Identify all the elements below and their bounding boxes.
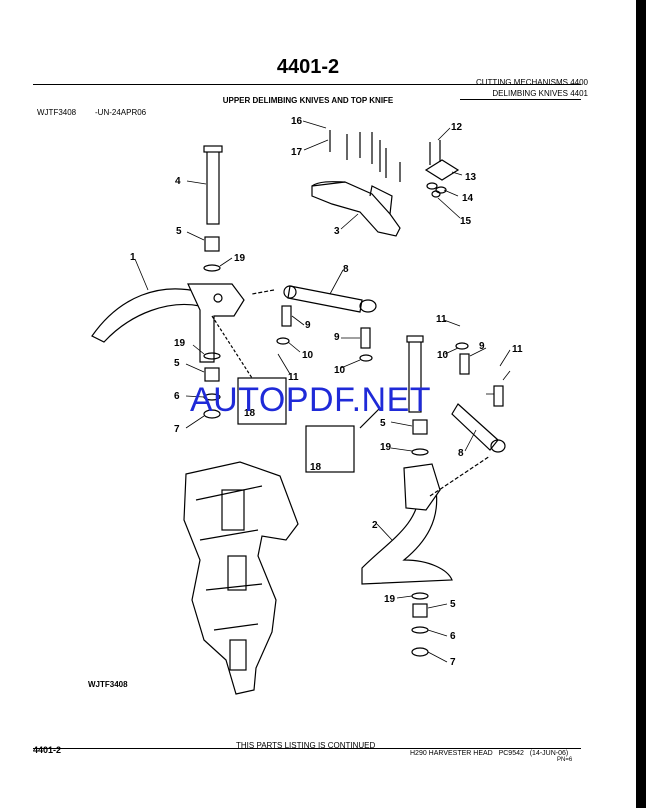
watermark: AUTOPDF.NET: [190, 381, 432, 419]
continued-note: THIS PARTS LISTING IS CONTINUED: [236, 741, 376, 750]
section-title: CUTTING MECHANISMS 4400: [475, 78, 588, 87]
callout-19b: 19: [174, 338, 186, 349]
header-rule: [33, 84, 581, 85]
callout-2: 2: [372, 520, 378, 531]
callout-15: 15: [460, 216, 472, 227]
callout-8a: 8: [343, 264, 349, 275]
footer-page-number: 4401-2: [33, 745, 62, 755]
footer-catalog: PC9542: [498, 750, 524, 757]
page-title: 4401-2: [276, 56, 340, 78]
callout-19a: 19: [234, 253, 246, 264]
callout-17: 17: [291, 147, 303, 158]
callout-1: 1: [130, 252, 136, 263]
image-code: WJTF3408: [37, 108, 77, 117]
callout-18a: 18: [244, 408, 256, 419]
callout-6a: 6: [174, 391, 180, 402]
image-date-code: -UN-24APR06: [95, 108, 147, 117]
callout-11b: 11: [436, 314, 447, 325]
callout-10c: 10: [437, 350, 449, 361]
callout-18b: 18: [310, 462, 322, 473]
footer-product: H290 HARVESTER HEAD PC9542 (14-JUN-06): [410, 750, 568, 757]
callout-13: 13: [465, 172, 477, 183]
callout-5c: 5: [380, 418, 386, 429]
group-title: DELIMBING KNIVES 4401: [492, 89, 588, 98]
listing-heading: UPPER DELIMBING KNIVES AND TOP KNIFE: [222, 96, 394, 105]
page-edge-bar: [636, 0, 646, 808]
callout-6b: 6: [450, 631, 456, 642]
footer-product-name: H290 HARVESTER HEAD: [410, 750, 493, 757]
callout-5a: 5: [176, 226, 182, 237]
callout-7b: 7: [450, 657, 456, 668]
callout-11a: 11: [288, 372, 299, 383]
callout-12: 12: [451, 122, 463, 133]
callout-3: 3: [334, 226, 340, 237]
callout-5d: 5: [450, 599, 456, 610]
group-rule: [460, 99, 581, 100]
footer-date: (14-JUN-06): [529, 750, 569, 757]
callout-9a: 9: [305, 320, 311, 331]
callout-10a: 10: [302, 350, 314, 361]
callout-8b: 8: [458, 448, 464, 459]
footer-rule: [33, 748, 581, 749]
callout-4: 4: [175, 176, 181, 187]
callout-10b: 10: [334, 365, 346, 376]
callout-19c: 19: [380, 442, 392, 453]
footer-pn: PN=6: [557, 757, 573, 763]
callout-9b: 9: [334, 332, 340, 343]
callout-9c: 9: [479, 341, 485, 352]
callout-11c: 11: [512, 344, 523, 355]
callout-14: 14: [462, 193, 474, 204]
callout-5b: 5: [174, 358, 180, 369]
callout-19d: 19: [384, 594, 396, 605]
callout-16: 16: [291, 116, 303, 127]
callout-7a: 7: [174, 424, 180, 435]
figure-code: WJTF3408: [88, 680, 128, 689]
